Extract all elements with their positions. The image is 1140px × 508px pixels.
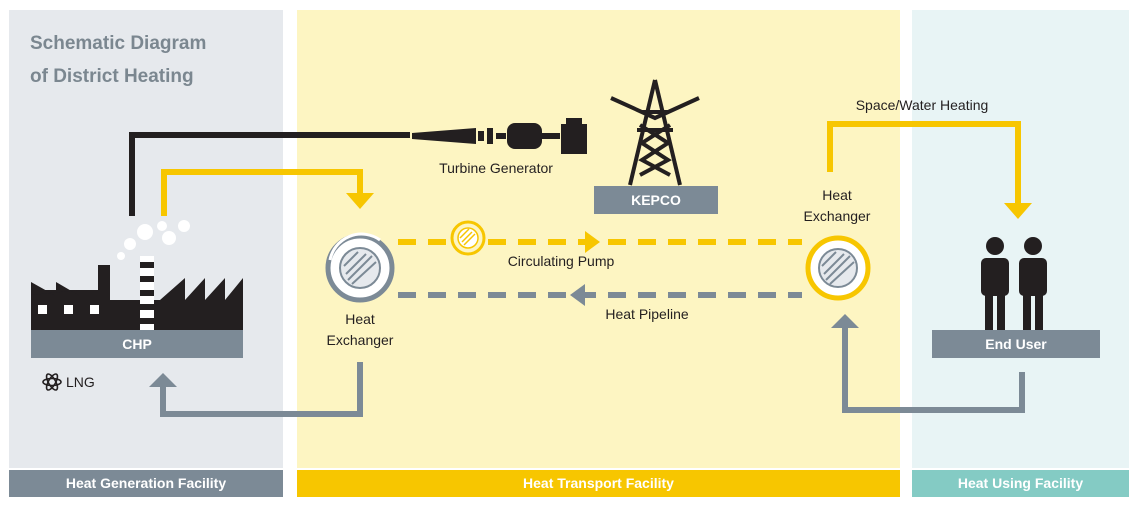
turbine-generator-icon — [412, 118, 587, 154]
return-line-right — [842, 328, 1025, 413]
kepco-tower-icon — [610, 79, 700, 186]
return-arrow-left-head — [149, 373, 177, 387]
turbine-generator-label: Turbine Generator — [439, 160, 553, 176]
heat-exchanger-left-line-2: Exchanger — [326, 332, 394, 348]
heating-line — [827, 121, 1021, 203]
chp-bar: CHP — [31, 330, 243, 358]
heat-pipeline-label: Heat Pipeline — [605, 306, 689, 322]
heat-exchanger-right-icon — [805, 235, 871, 301]
return-pipeline-arrow-head — [570, 284, 585, 306]
heat-exchanger-right-label: Heat Exchanger — [804, 185, 871, 227]
heating-arrow-head — [1004, 203, 1032, 219]
circulating-pump-label: Circulating Pump — [507, 253, 615, 269]
heat-exchanger-left-label: Heat Exchanger — [327, 309, 394, 351]
kepco-label: KEPCO — [631, 192, 681, 208]
smoke-icon — [117, 220, 190, 260]
heat-exchanger-right-line-2: Exchanger — [803, 208, 871, 224]
return-arrow-right-head — [831, 314, 859, 328]
supply-arrow-head — [585, 231, 600, 253]
heat-using-facility-bar: Heat Using Facility — [912, 470, 1129, 497]
heat-generation-facility-label: Heat Generation Facility — [65, 475, 227, 491]
end-user-bar: End User — [932, 330, 1100, 358]
end-user-label: End User — [985, 336, 1047, 352]
diagram-title: Schematic Diagram of District Heating — [30, 27, 206, 93]
heat-exchanger-left-icon — [325, 232, 395, 303]
chp-label: CHP — [122, 336, 152, 352]
heat-generation-facility-bar: Heat Generation Facility — [9, 470, 283, 497]
heat-exchanger-left-line-1: Heat — [345, 311, 375, 327]
lng-atom-icon — [42, 373, 62, 391]
return-line-left — [160, 362, 363, 417]
kepco-bar: KEPCO — [594, 186, 718, 214]
title-line-1: Schematic Diagram — [30, 33, 207, 54]
factory-icon — [31, 256, 243, 330]
heat-exchanger-right-line-1: Heat — [822, 187, 852, 203]
space-water-heating-label: Space/Water Heating — [855, 97, 989, 113]
steam-arrow-head — [346, 193, 374, 209]
lng-label: LNG — [66, 374, 95, 390]
circulating-pump-icon — [450, 220, 486, 256]
title-line-2: of District Heating — [30, 66, 194, 87]
steam-line — [161, 169, 363, 216]
heat-using-facility-label: Heat Using Facility — [957, 475, 1084, 491]
heat-transport-facility-bar: Heat Transport Facility — [297, 470, 900, 497]
heat-transport-facility-label: Heat Transport Facility — [523, 475, 674, 491]
power-line — [129, 132, 410, 216]
people-icon — [981, 237, 1047, 330]
